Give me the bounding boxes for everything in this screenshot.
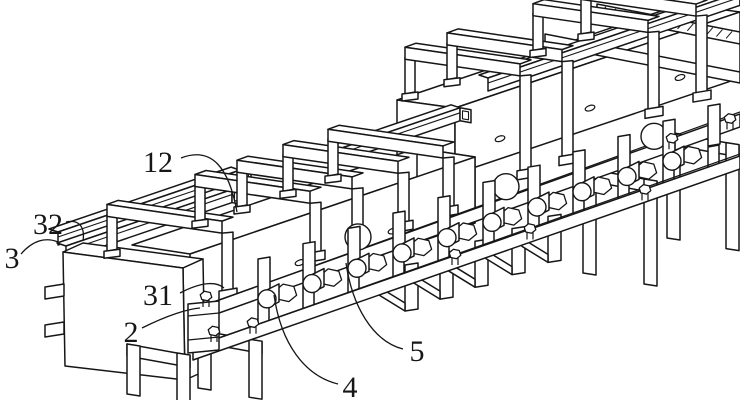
clamp-rail-end-hollow: [461, 110, 470, 121]
cylinder-end: [392, 243, 412, 263]
cylinder-end: [437, 227, 457, 248]
beam-hole: [584, 104, 596, 112]
clamp-back-leg: [404, 56, 416, 95]
clamp-front-leg: [647, 30, 660, 111]
edge-line: [187, 312, 220, 317]
leader-line-32: [65, 220, 85, 242]
clamp-back-leg: [236, 169, 248, 208]
leader-lines: [20, 154, 404, 385]
leader-line-12: [180, 154, 238, 213]
clamp-front-foot: [644, 105, 664, 120]
stand-leg: [176, 352, 191, 400]
stand-leg: [643, 178, 658, 287]
clamp-back-foot: [401, 91, 419, 102]
clamp-front-leg: [519, 74, 532, 172]
cylinder-end: [257, 289, 277, 309]
lower-rail: [192, 155, 740, 361]
hex-nut: [246, 317, 260, 329]
clamp-back-leg: [106, 213, 118, 252]
leader-line-4: [273, 294, 339, 385]
clamp-back-foot: [443, 76, 461, 88]
clamp-front-leg: [221, 231, 234, 292]
cylinder-end: [482, 212, 502, 233]
leader-line-5: [345, 262, 404, 350]
clamp-back-leg: [532, 12, 544, 52]
label-2: 2: [124, 316, 139, 349]
hex-nut: [665, 132, 679, 144]
stand-leg: [126, 343, 141, 397]
cylinder-end: [617, 166, 637, 187]
clamp-front-leg: [695, 14, 708, 94]
clamp-back-foot: [529, 47, 547, 59]
leader-line-2: [141, 307, 201, 329]
clamp-back-leg: [327, 138, 339, 177]
clamp-back-foot: [191, 218, 209, 230]
assembly-drawing: [44, 0, 740, 400]
hex-nut: [199, 290, 213, 302]
cylinder-end: [662, 151, 682, 171]
label-4: 4: [343, 371, 358, 400]
clamp-rail-front: [487, 0, 740, 92]
clamp-bracket: [707, 103, 721, 147]
label-3: 3: [5, 242, 20, 275]
hex-nut: [448, 248, 462, 260]
end-block-tab: [44, 283, 65, 300]
hatch-tick: [725, 31, 733, 39]
label-12: 12: [143, 146, 173, 179]
clamp-back-foot: [324, 173, 342, 184]
cylinder-end: [347, 258, 367, 278]
leader-line-3: [20, 239, 59, 255]
clamp-back-foot: [577, 31, 595, 42]
clamp-back-leg: [580, 0, 592, 35]
beam-hole: [494, 135, 506, 143]
rail-hole: [492, 172, 520, 201]
edge-line: [187, 336, 220, 341]
clamp-back-foot: [233, 204, 251, 215]
label-31: 31: [143, 279, 173, 312]
clamp-back-foot: [103, 248, 121, 259]
edge-line: [487, 0, 734, 84]
hex-nut: [723, 113, 737, 124]
hex-nut: [638, 183, 652, 195]
stand-leg: [248, 338, 263, 400]
clamp-front-leg: [561, 59, 574, 158]
cylinder-end: [527, 197, 547, 217]
hex-nut: [207, 325, 221, 337]
hatch-tick: [686, 23, 694, 32]
clamp-front-foot: [692, 89, 712, 103]
label-32: 32: [33, 208, 63, 241]
cylinder-end: [302, 273, 322, 294]
leader-line-31: [179, 282, 225, 294]
part-labels: 12 32 3 312 4 5: [5, 146, 425, 400]
end-block-tab: [44, 321, 65, 338]
clamp-back-leg: [194, 183, 206, 223]
clamp-back-leg: [282, 153, 294, 193]
clamp-back-leg: [446, 42, 458, 81]
beam-hole: [674, 73, 686, 82]
hatch-tick: [716, 29, 723, 37]
hex-nut: [523, 223, 537, 234]
cylinder-end: [572, 182, 592, 202]
label-5: 5: [410, 335, 425, 368]
clamp-back-foot: [279, 188, 297, 200]
